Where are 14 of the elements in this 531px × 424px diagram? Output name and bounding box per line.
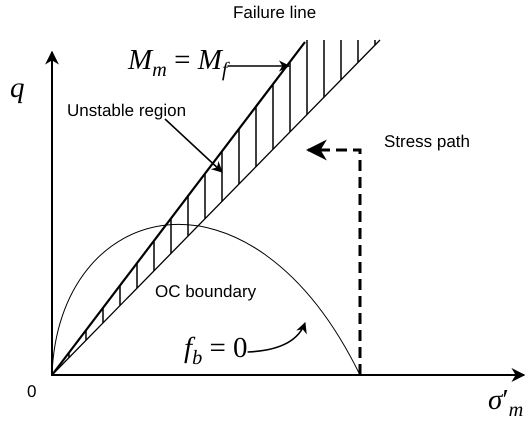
- path-label: Stress path: [384, 133, 470, 150]
- equation-label: M$_{m}$ = M$_{f}$: [128, 46, 228, 80]
- hatched-region: [52, 40, 380, 376]
- origin-label: 0: [27, 383, 36, 400]
- line-label: Failure line: [233, 4, 316, 21]
- boundary-curve: [52, 224, 360, 376]
- axis-label: q: [10, 74, 24, 103]
- curve-label: OC boundary: [155, 283, 256, 300]
- axis-label: σ′$_{m}$: [488, 386, 524, 420]
- region-label: Unstable region: [67, 102, 186, 119]
- equation-label: f$_{b}$ = 0: [184, 334, 248, 368]
- leader-arrow: [228, 60, 290, 72]
- leader-arrow: [248, 322, 306, 353]
- leader-arrow: [164, 118, 223, 173]
